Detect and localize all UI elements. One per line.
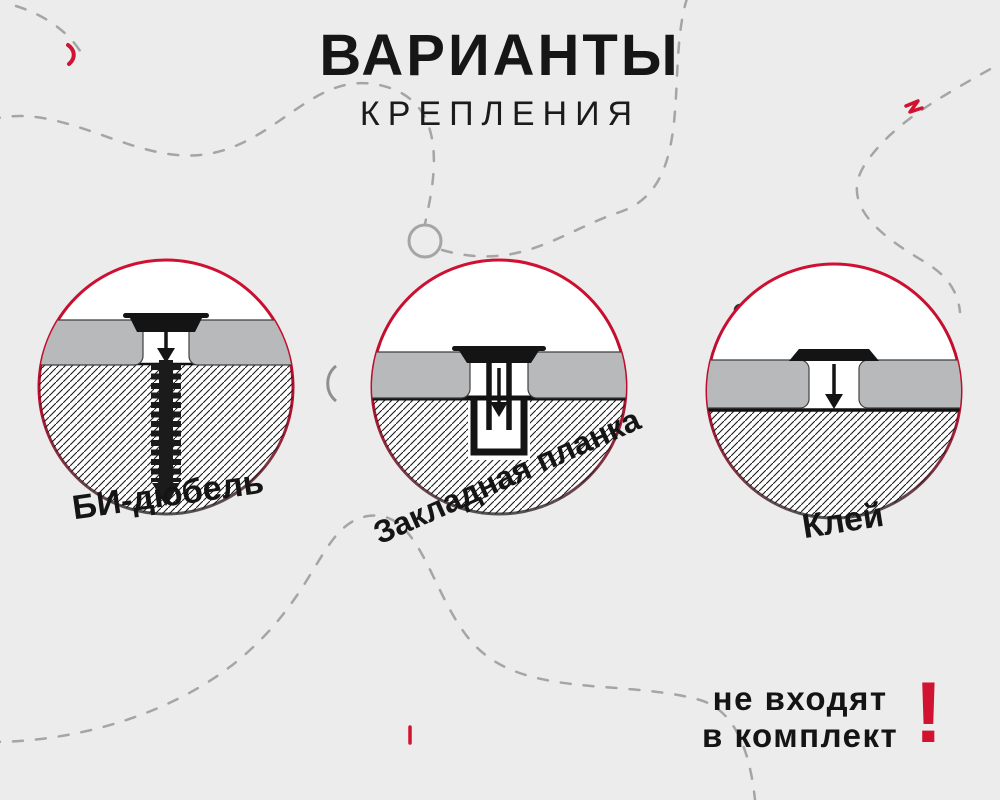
dashed-curve-top-left: [0, 81, 436, 226]
panel-left: [39, 319, 144, 366]
panel-right: [527, 351, 626, 399]
panel-right: [858, 359, 961, 409]
glue-illustration: [705, 262, 963, 520]
strip-cap: [458, 349, 540, 363]
arrow-head: [490, 402, 508, 417]
dowel-cap: [129, 316, 203, 332]
dashed-curve-bottom: [0, 514, 757, 800]
page-title: ВАРИАНТЫ: [319, 23, 681, 88]
channel-u-profile: [470, 398, 528, 456]
panel-left: [372, 351, 471, 399]
decor-circle-outline: [407, 223, 443, 259]
dowel-tip: [152, 483, 180, 506]
panel-left: [707, 359, 810, 409]
flat-profile-cap: [789, 349, 879, 361]
arrow-head: [157, 348, 175, 363]
dashed-curve-top-center: [440, 0, 688, 258]
arrow-head: [825, 394, 843, 409]
exclamation-icon: !: [914, 665, 943, 762]
page-subtitle: КРЕПЛЕНИЯ: [359, 94, 641, 133]
panel-right: [188, 319, 293, 366]
decor-gray-arc: [326, 364, 338, 403]
note-line-2: в комплект: [702, 717, 899, 755]
note-text: не входят в комплект: [702, 680, 898, 755]
variant-circle-embedded-strip: [368, 256, 630, 518]
dashed-arc-top-left-corner: [14, 4, 84, 56]
not-included-note: не входят в комплект !: [702, 665, 943, 762]
variant-circle-glue: [703, 260, 965, 522]
decor-red-tick: [66, 43, 76, 66]
embedded-strip-illustration: [370, 258, 628, 516]
bi-dowel-illustration: [37, 258, 295, 516]
title-block: ВАРИАНТЫ КРЕПЛЕНИЯ: [0, 23, 1000, 134]
variant-circle-bi-dowel: [35, 256, 297, 518]
decor-red-squiggle: [904, 99, 924, 114]
dashed-curve-top-right: [855, 62, 1000, 314]
note-line-1: не входят: [712, 680, 888, 717]
